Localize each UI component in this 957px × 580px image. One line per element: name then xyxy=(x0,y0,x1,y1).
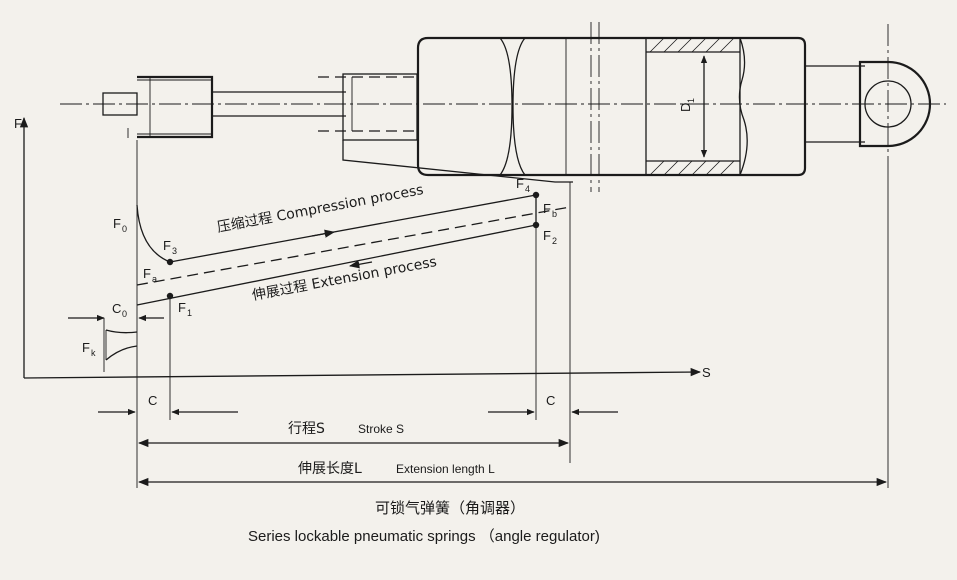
cylinder-groove xyxy=(499,37,513,176)
fb-label: F xyxy=(543,201,551,216)
svg-text:1: 1 xyxy=(686,98,696,103)
caption-cn: 可锁气弹簧（角调器） xyxy=(375,499,525,517)
cylinder-body xyxy=(416,36,807,177)
compression-process-label: 压缩过程 Compression process xyxy=(216,182,425,236)
fk-label: F xyxy=(82,340,90,355)
eye-mount xyxy=(858,60,932,148)
f4-label: F xyxy=(516,176,524,191)
svg-text:k: k xyxy=(91,348,96,358)
point-f3 xyxy=(166,258,174,266)
svg-text:1: 1 xyxy=(187,308,192,318)
f2-label: F xyxy=(543,228,551,243)
svg-text:0: 0 xyxy=(122,309,127,319)
force-stroke-chart xyxy=(19,116,889,488)
end-collar xyxy=(342,73,418,141)
c-right-label: C xyxy=(546,393,555,408)
f1-label: F xyxy=(178,300,186,315)
cylinder-section xyxy=(645,37,741,176)
length-cn-label: 伸展长度L xyxy=(298,461,362,477)
mean-force-line xyxy=(136,206,571,286)
caption-en: Series lockable pneumatic springs （angle… xyxy=(248,528,600,545)
f0-label: F xyxy=(113,216,121,231)
extension-line xyxy=(136,224,537,306)
svg-text:0: 0 xyxy=(122,224,127,234)
length-en-label: Extension length L xyxy=(396,462,495,476)
point-f1 xyxy=(166,292,174,300)
svg-text:a: a xyxy=(152,274,157,284)
extension-arrow xyxy=(348,260,373,269)
svg-text:b: b xyxy=(552,209,557,219)
c0-label: C xyxy=(112,301,121,316)
gas-spring-drawing xyxy=(60,22,946,192)
svg-text:4: 4 xyxy=(525,184,530,194)
extension-process-label: 伸展过程 Extension process xyxy=(251,254,438,304)
stroke-cn-label: 行程S xyxy=(288,421,325,437)
labels: F S F 0 F 3 F a F 1 F 4 F b F 2 C 0 F k … xyxy=(14,98,711,545)
bracket xyxy=(342,140,573,183)
compression-line xyxy=(169,194,537,263)
s-axis-label: S xyxy=(702,365,711,380)
point-f2 xyxy=(532,221,540,229)
fk-curve xyxy=(105,345,138,361)
fa-label: F xyxy=(143,266,151,281)
s-axis xyxy=(23,367,702,379)
compression-arrow xyxy=(311,229,336,238)
svg-text:3: 3 xyxy=(172,246,177,256)
f-axis-label: F xyxy=(14,116,22,131)
f0-transition-curve xyxy=(136,204,171,263)
d1-label: D xyxy=(678,103,693,112)
point-f4 xyxy=(532,191,540,199)
stroke-en-label: Stroke S xyxy=(358,422,404,436)
wall-hatching xyxy=(649,37,735,176)
threaded-rod xyxy=(137,75,214,139)
c0-curve xyxy=(105,329,138,334)
c-left-label: C xyxy=(148,393,157,408)
svg-text:2: 2 xyxy=(552,236,557,246)
f3-label: F xyxy=(163,238,171,253)
